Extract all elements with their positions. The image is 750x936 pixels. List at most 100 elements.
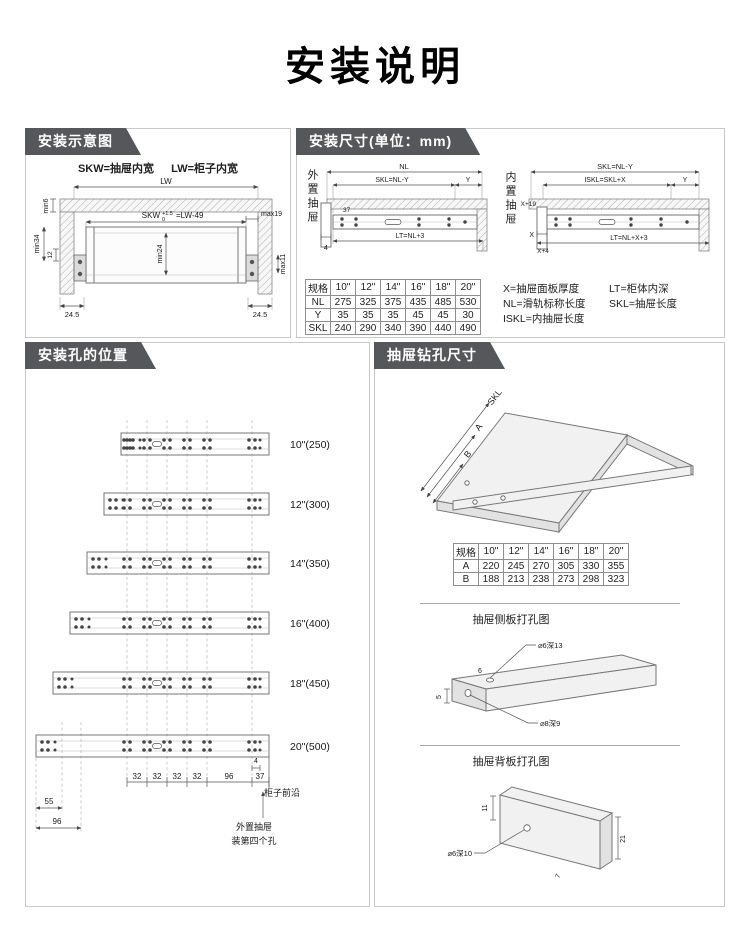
hole-column-guides — [35, 420, 253, 832]
schematic-legend: SKW=抽屉内宽 LW=柜子内宽 — [26, 160, 290, 176]
note-line1: 外置抽屉 — [236, 821, 272, 832]
table-cell: 16" — [405, 279, 431, 296]
table-cell: 213 — [503, 572, 529, 586]
slide-rail-18 — [52, 671, 270, 695]
table-cell: 240 — [330, 321, 356, 335]
table-cell: 325 — [355, 295, 381, 309]
dim-label-skw-tol-bottom: 0 — [162, 217, 165, 223]
table-cell: 14" — [380, 279, 406, 296]
hole-label-back: ⌀6深10 — [447, 849, 472, 858]
dim-label-skl: SKL=NL-Y — [375, 177, 409, 184]
dim-label-245-right: 24.5 — [253, 310, 268, 319]
side-board — [451, 654, 657, 712]
dim-label-5: 5 — [436, 695, 443, 699]
note-line2: 装第四个孔 — [231, 835, 276, 846]
table-cell: 20" — [455, 279, 481, 296]
hole-label-front: ⌀8深9 — [540, 719, 560, 728]
page-title: 安装说明 — [285, 45, 465, 89]
back-panel-title: 抽屉背板打孔图 — [472, 756, 550, 768]
table-cell: 35 — [330, 308, 356, 322]
size-label-20: 20"(500) — [290, 741, 330, 753]
legend-lw: LW=柜子内宽 — [171, 163, 239, 175]
slide-left — [73, 254, 87, 282]
table-cell: 10" — [478, 543, 504, 560]
back-board — [498, 786, 614, 870]
dim-label-x4: X+4 — [537, 248, 549, 255]
legend-x: X=抽屉面板厚度 — [503, 283, 580, 295]
panel-installation-dimensions: 安装尺寸(单位：mm) 外置抽屉 内置抽屉 NL SKL=NL-Y Y — [296, 128, 725, 338]
legend-nl: NL=滑轨标称长度 — [503, 298, 586, 310]
panel-header-holes: 安装孔的位置 — [25, 342, 156, 369]
size-label-14: 14"(350) — [290, 558, 330, 570]
table-row: SKL 240 290 340 390 440 490 — [305, 321, 481, 335]
dim-label-min24: min24 — [157, 244, 164, 263]
dim-label-32: 32 — [153, 772, 162, 781]
table-cell: 10" — [330, 279, 356, 296]
table-cell: 18" — [430, 279, 456, 296]
table-cell: 45 — [430, 308, 456, 322]
slide-rail-10 — [120, 432, 270, 456]
table-cell: 35 — [355, 308, 381, 322]
legend-iskl: ISKL=内抽屉长度 — [503, 313, 585, 325]
table-cell: B — [453, 572, 479, 586]
table-header-row: 规格 10" 12" 14" 16" 18" 20" — [453, 543, 629, 560]
table-cell: 规格 — [305, 279, 331, 296]
dim-label-skl2: SKL=NL-Y — [597, 162, 633, 171]
dim-label-7: 7 — [555, 873, 563, 880]
table-row: A 220 245 270 305 330 355 — [453, 559, 629, 573]
dim-label-y2: Y — [683, 177, 688, 184]
table-cell: 16" — [553, 543, 579, 560]
dimension-drawings: NL SKL=NL-Y Y 37 — [320, 162, 710, 255]
dim-label-12: 12 — [47, 251, 54, 259]
table-row: NL 275 325 375 435 485 530 — [305, 295, 481, 309]
table-cell: 30 — [455, 308, 481, 322]
divider — [420, 745, 680, 746]
table-row: Y 35 35 35 45 45 30 — [305, 308, 481, 322]
slide-rail-20 — [35, 734, 270, 758]
dim-label-32: 32 — [133, 772, 142, 781]
slide-right — [245, 254, 259, 282]
drawer-iso-drawing: SKL A B — [420, 387, 694, 534]
table-cell: 35 — [380, 308, 406, 322]
legend-lt: LT=柜体内深 — [609, 283, 669, 295]
legend-skl: SKL=抽屉长度 — [609, 298, 677, 310]
dim-label-skw-tol-top: +1.5 — [162, 211, 173, 217]
dim-label-skw: SKW — [142, 211, 161, 220]
panel-header-dimensions: 安装尺寸(单位：mm) — [296, 128, 480, 155]
table-cell: NL — [305, 295, 331, 309]
slide-rail-12 — [103, 492, 270, 516]
table-cell: 330 — [578, 559, 604, 573]
dim-label-11: 11 — [482, 804, 489, 811]
dim-label-96b: 96 — [53, 817, 62, 826]
panel-header-drill: 抽屉钻孔尺寸 — [374, 342, 505, 369]
panel-hole-positions: 安装孔的位置 — [25, 342, 370, 907]
table-cell: 14" — [528, 543, 554, 560]
dim-label-lt: LT=NL+3 — [396, 233, 425, 240]
dim-label-b: B — [462, 449, 474, 460]
size-label-10: 10"(250) — [290, 439, 330, 451]
table-cell: 12" — [503, 543, 529, 560]
table-cell: 238 — [528, 572, 554, 586]
table-cell: 20" — [603, 543, 629, 560]
slide-rail-16 — [69, 611, 270, 635]
table-header-row: 规格 10" 12" 14" 16" 18" 20" — [305, 279, 481, 296]
dim-label-x: X — [529, 232, 534, 239]
drill-table: 规格 10" 12" 14" 16" 18" 20" A 220 245 270… — [453, 543, 629, 586]
dim-label-32: 32 — [173, 772, 182, 781]
table-cell: 323 — [603, 572, 629, 586]
dim-label-6: 6 — [478, 668, 482, 675]
legend-skw: SKW=抽屉内宽 — [77, 163, 155, 175]
side-panel-title: 抽屉侧板打孔图 — [472, 614, 550, 626]
drawer-bottom-panel — [436, 412, 694, 534]
table-cell: 270 — [528, 559, 554, 573]
divider — [420, 603, 680, 604]
table-cell: 12" — [355, 279, 381, 296]
internal-drawer-diagram: SKL=NL-Y ISKL=SKL+X Y X+19 — [521, 162, 710, 255]
table-cell: 435 — [405, 295, 431, 309]
internal-drawer-label: 内置抽屉 — [504, 171, 516, 227]
table-cell: 390 — [405, 321, 431, 335]
dim-label-max11: max11 — [280, 254, 287, 275]
table-cell: 18" — [578, 543, 604, 560]
dim-label-lt2: LT=NL+X+3 — [610, 235, 648, 242]
